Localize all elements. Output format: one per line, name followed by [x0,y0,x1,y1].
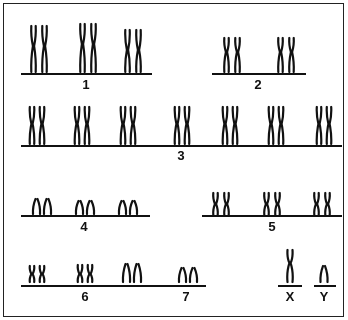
chromosome-pair-4c [119,201,137,214]
group-label-2: 2 [254,77,261,92]
chromosome-pair-6c [123,264,141,282]
chromosome-y [320,266,327,282]
chromosome-pair-3f [269,107,284,144]
group-label-5: 5 [268,219,275,234]
chromosome-pair-3e [223,107,238,144]
group-label-x: X [286,289,295,304]
chromosome-pair-3c [121,107,136,144]
chromosome-pair-7 [179,268,197,282]
group-label-3: 3 [177,148,184,163]
group-lines [21,74,342,286]
group-label-6: 6 [81,289,88,304]
group-label-y: Y [320,289,329,304]
chromosome-pair-1a [31,26,47,72]
chromosome-pair-5a [213,193,229,215]
chromosome-pair-2b [278,38,294,72]
chromosome-pair-4a [33,199,51,214]
chromosome-pair-3a [30,107,45,144]
chromosome-pair-1c [125,30,141,72]
group-label-7: 7 [182,289,189,304]
chromosome-pair-6a [30,266,45,282]
chromosome-pair-3g [317,107,332,144]
chromosome-pair-5c [314,193,330,215]
chromosome-pair-6b [78,265,93,282]
chromosome-pair-2a [224,38,240,72]
chromosome-pair-3d [175,107,190,144]
chromosome-pair-1b [80,24,96,72]
chromosome-pair-5b [264,193,280,215]
chromosome-pair-4b [76,201,94,214]
chromosome-pair-3b [75,107,90,144]
chromosome-x [287,250,293,282]
group-label-1: 1 [82,77,89,92]
group-label-4: 4 [80,219,88,234]
